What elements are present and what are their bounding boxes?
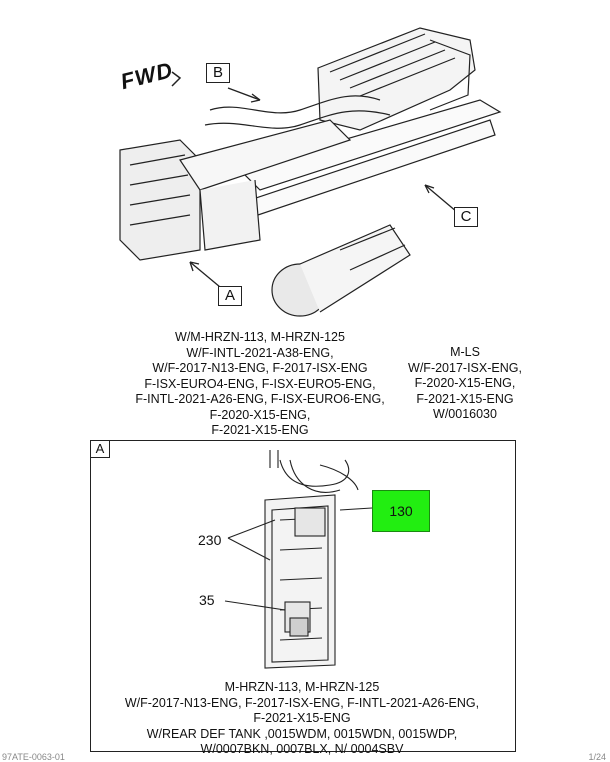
callout-130-highlight: 130 [372, 490, 430, 532]
detail-view-tag: A [91, 441, 110, 458]
callout-230: 230 [198, 532, 222, 548]
footer-doc-id: 97ATE-0063-01 [2, 752, 65, 762]
detail-caption: M-HRZN-113, M-HRZN-125 W/F-2017-N13-ENG,… [124, 680, 480, 756]
applicability-caption-left: W/M-HRZN-113, M-HRZN-125 W/F-INTL-2021-A… [135, 330, 385, 437]
applicability-caption-right: M-LS W/F-2017-ISX-ENG, F-2020-X15-ENG, F… [408, 345, 522, 421]
callout-35: 35 [199, 592, 215, 608]
view-label-b: B [206, 63, 230, 83]
chassis-engine-illustration [119, 27, 502, 317]
view-label-c: C [454, 207, 478, 227]
def-tank-detail-illustration [224, 450, 373, 669]
view-label-a: A [218, 286, 242, 306]
detail-view-a: A [90, 440, 516, 752]
footer-page: 1/24 [588, 752, 606, 762]
